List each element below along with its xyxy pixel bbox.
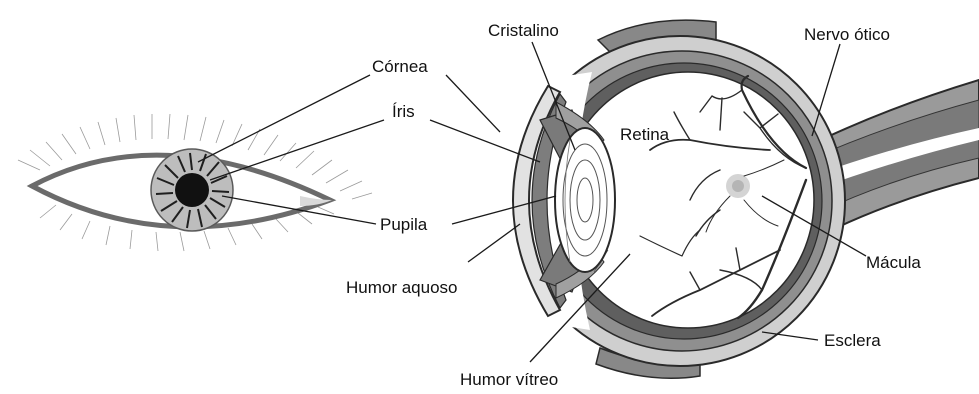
label-pupila: Pupila [380,215,428,234]
leader-cornea [446,75,500,132]
label-humor-aquoso: Humor aquoso [346,278,458,297]
label-cornea: Córnea [372,57,428,76]
label-macula: Mácula [866,253,921,272]
label-humor-vitreo: Humor vítreo [460,370,558,389]
label-retina: Retina [620,125,670,144]
front-eye-view [18,114,372,251]
label-nervo-otico: Nervo ótico [804,25,890,44]
lens-shape [555,128,615,272]
label-iris: Íris [392,102,415,121]
leader-humor-aquoso [468,224,520,262]
label-esclera: Esclera [824,331,881,350]
front-pupil [175,173,209,207]
label-cristalino: Cristalino [488,21,559,40]
eye-cross-section [513,20,979,378]
